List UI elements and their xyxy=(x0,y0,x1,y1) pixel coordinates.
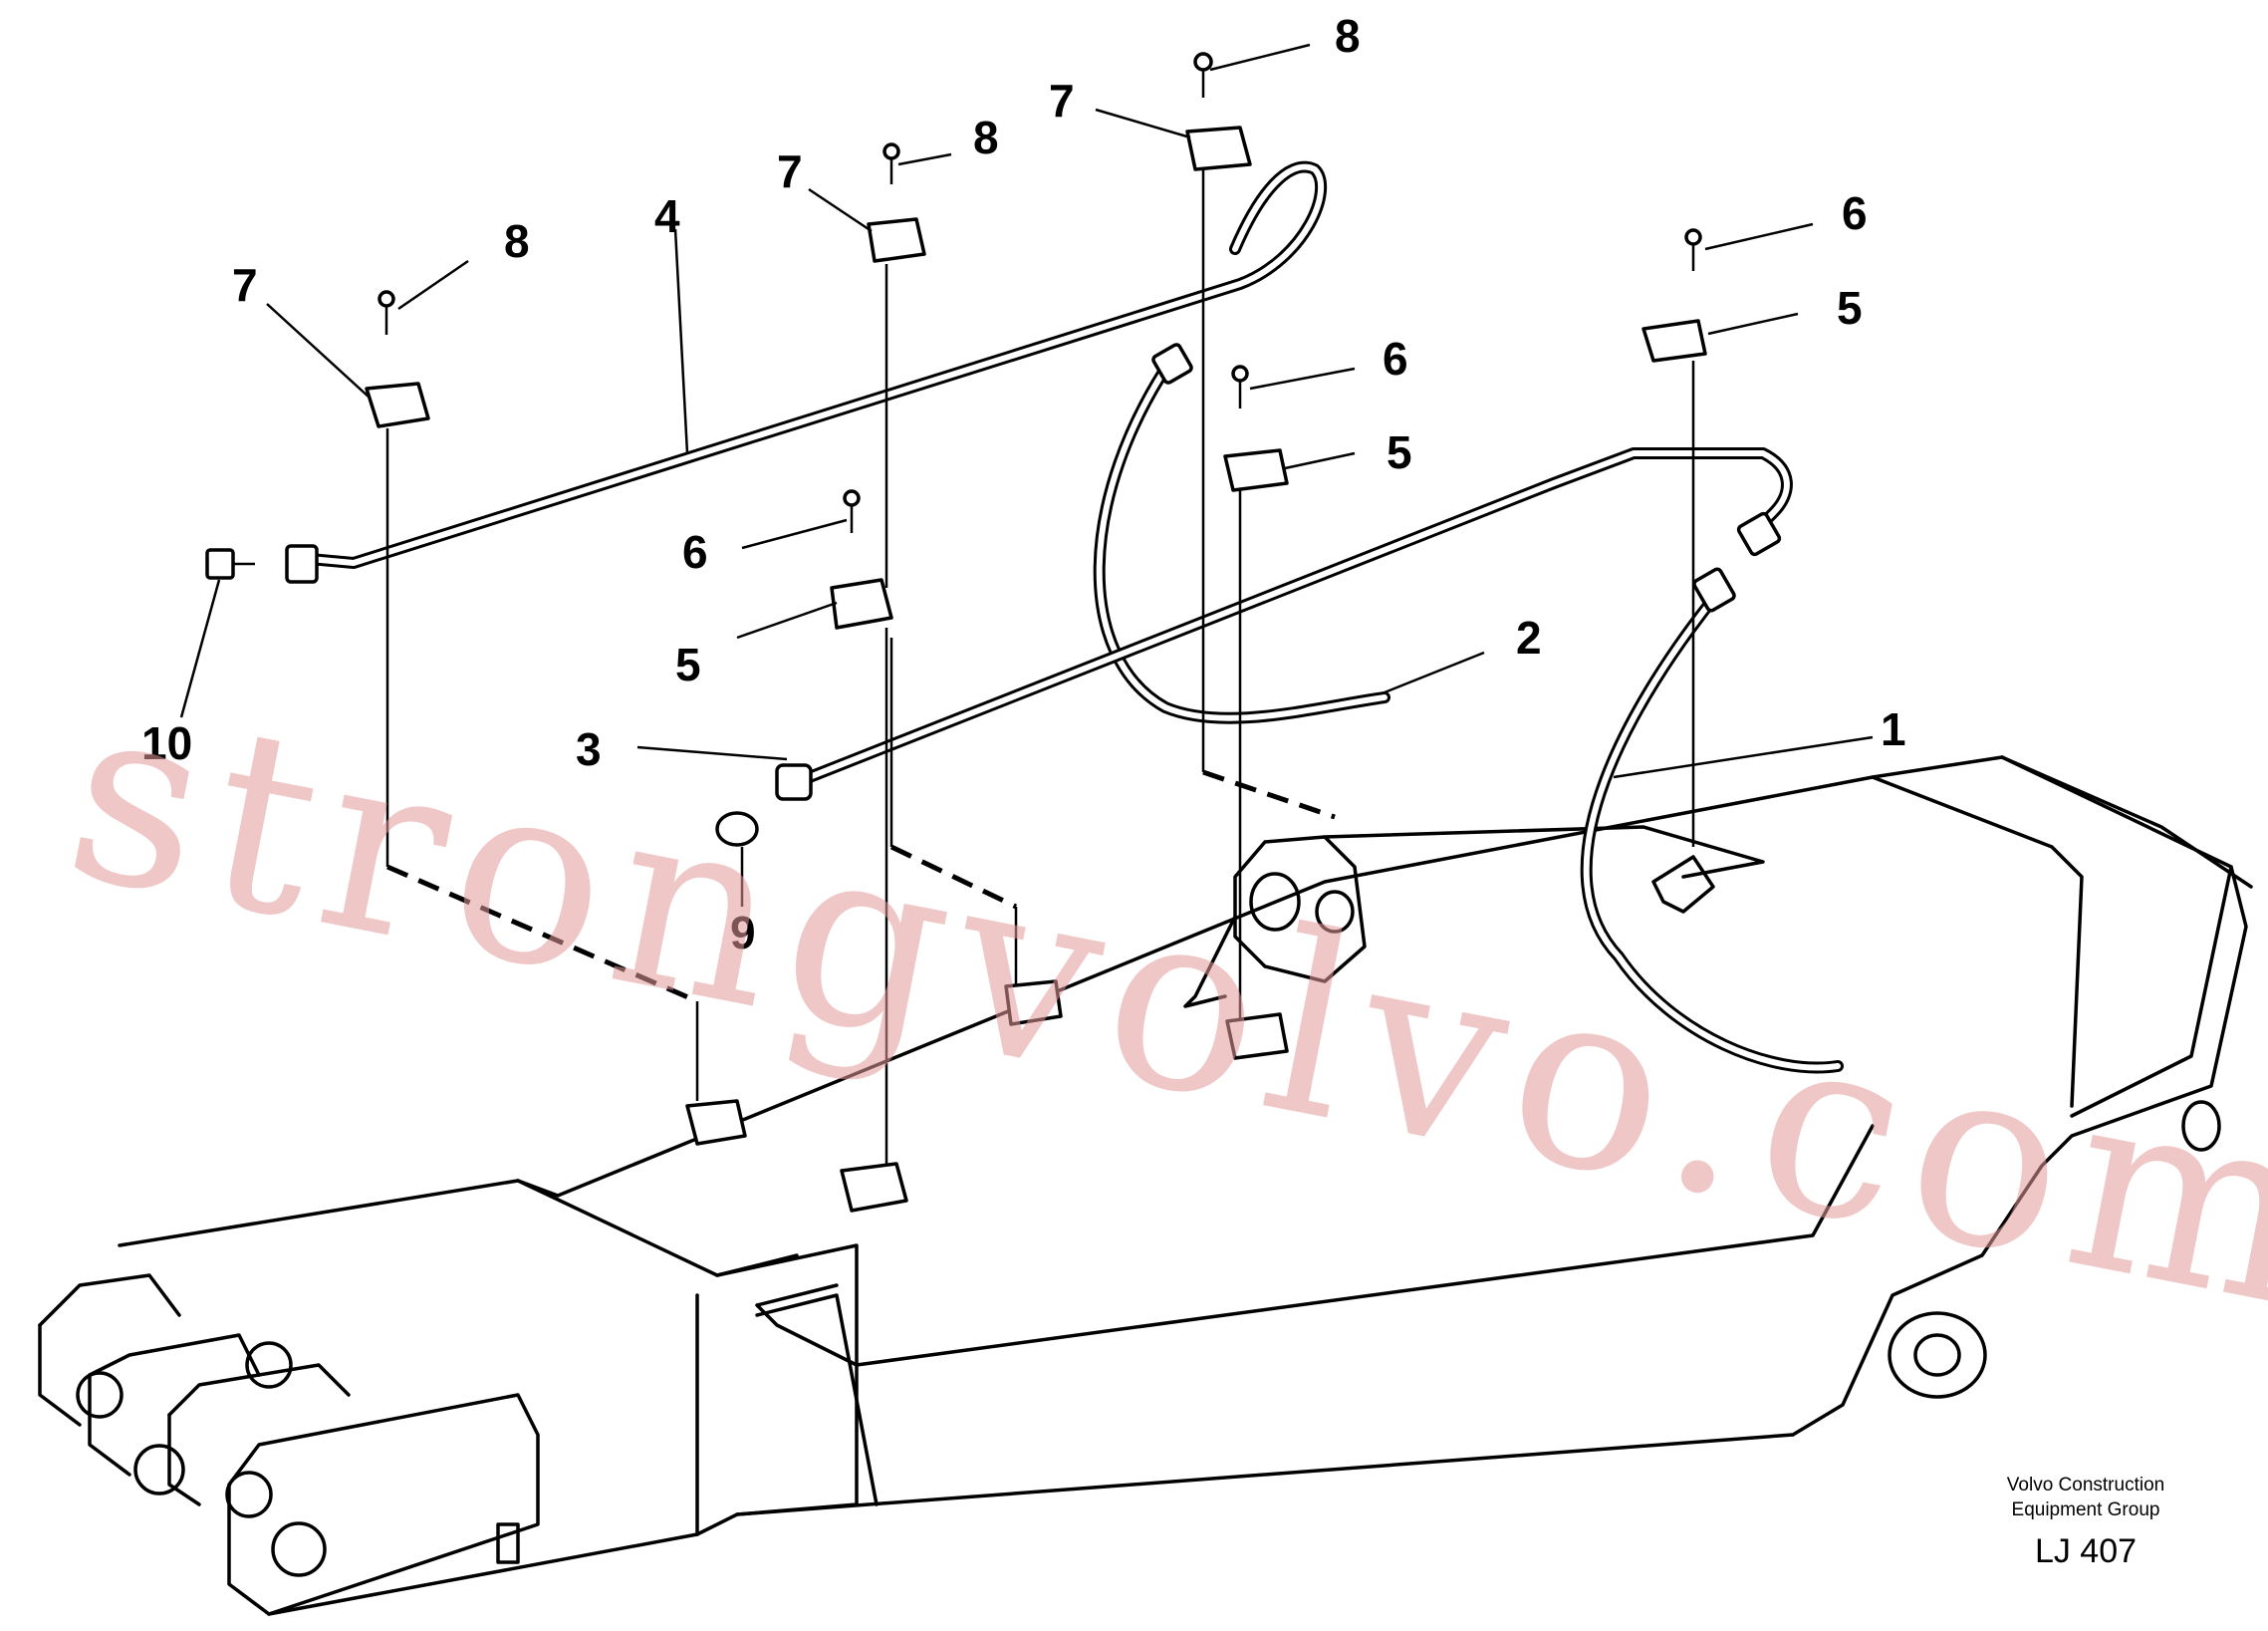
callout-7-left: 7 xyxy=(232,259,258,311)
callout-8-top: 8 xyxy=(1335,10,1361,62)
callout-8-middle: 8 xyxy=(973,112,999,163)
leader-lines xyxy=(179,43,1874,779)
callout-1: 1 xyxy=(1881,703,1906,755)
pipe-4 xyxy=(285,160,1328,584)
callout-9: 9 xyxy=(730,907,756,958)
boom-arm xyxy=(38,755,2253,1616)
callout-5-left: 5 xyxy=(675,639,701,690)
clamps xyxy=(365,52,1707,1213)
callout-10: 10 xyxy=(141,717,192,769)
pipe-3 xyxy=(775,447,1793,801)
callout-labels: 1 2 3 4 5 5 5 6 6 6 7 7 7 8 8 8 9 10 xyxy=(141,10,1906,958)
assembly-lines xyxy=(385,169,1695,1166)
pipe-3-nut xyxy=(775,763,813,801)
callout-6-right: 6 xyxy=(1842,187,1868,239)
callout-7-top: 7 xyxy=(1049,75,1075,127)
hose-2 xyxy=(1093,343,1390,724)
hose-1-fitting xyxy=(1692,567,1736,613)
callout-5-right: 5 xyxy=(1837,282,1863,334)
callout-6-middle: 6 xyxy=(1383,333,1408,385)
hose-1 xyxy=(1580,567,1844,1074)
callout-8-left: 8 xyxy=(504,215,530,267)
figure-code: LJ 407 xyxy=(2035,1532,2137,1570)
credit-line-1: Volvo Construction xyxy=(2007,1475,2164,1495)
pipe-4-nut xyxy=(285,544,319,584)
callout-4: 4 xyxy=(654,190,680,242)
hose-2-fitting xyxy=(1151,343,1193,385)
callout-6-left: 6 xyxy=(682,526,708,578)
callout-7-middle: 7 xyxy=(777,145,803,197)
watermark-text: strongvolvo.com xyxy=(49,644,2268,1365)
plug-10 xyxy=(205,548,255,580)
callout-2: 2 xyxy=(1516,612,1542,664)
callout-5-middle: 5 xyxy=(1386,426,1412,478)
plug-9 xyxy=(715,811,759,907)
publisher-credit: Volvo Construction Equipment Group LJ 40… xyxy=(2007,1475,2164,1570)
pipe-3-elbow-nut xyxy=(1736,511,1782,557)
credit-line-2: Equipment Group xyxy=(2012,1499,2160,1520)
callout-3: 3 xyxy=(576,723,602,775)
